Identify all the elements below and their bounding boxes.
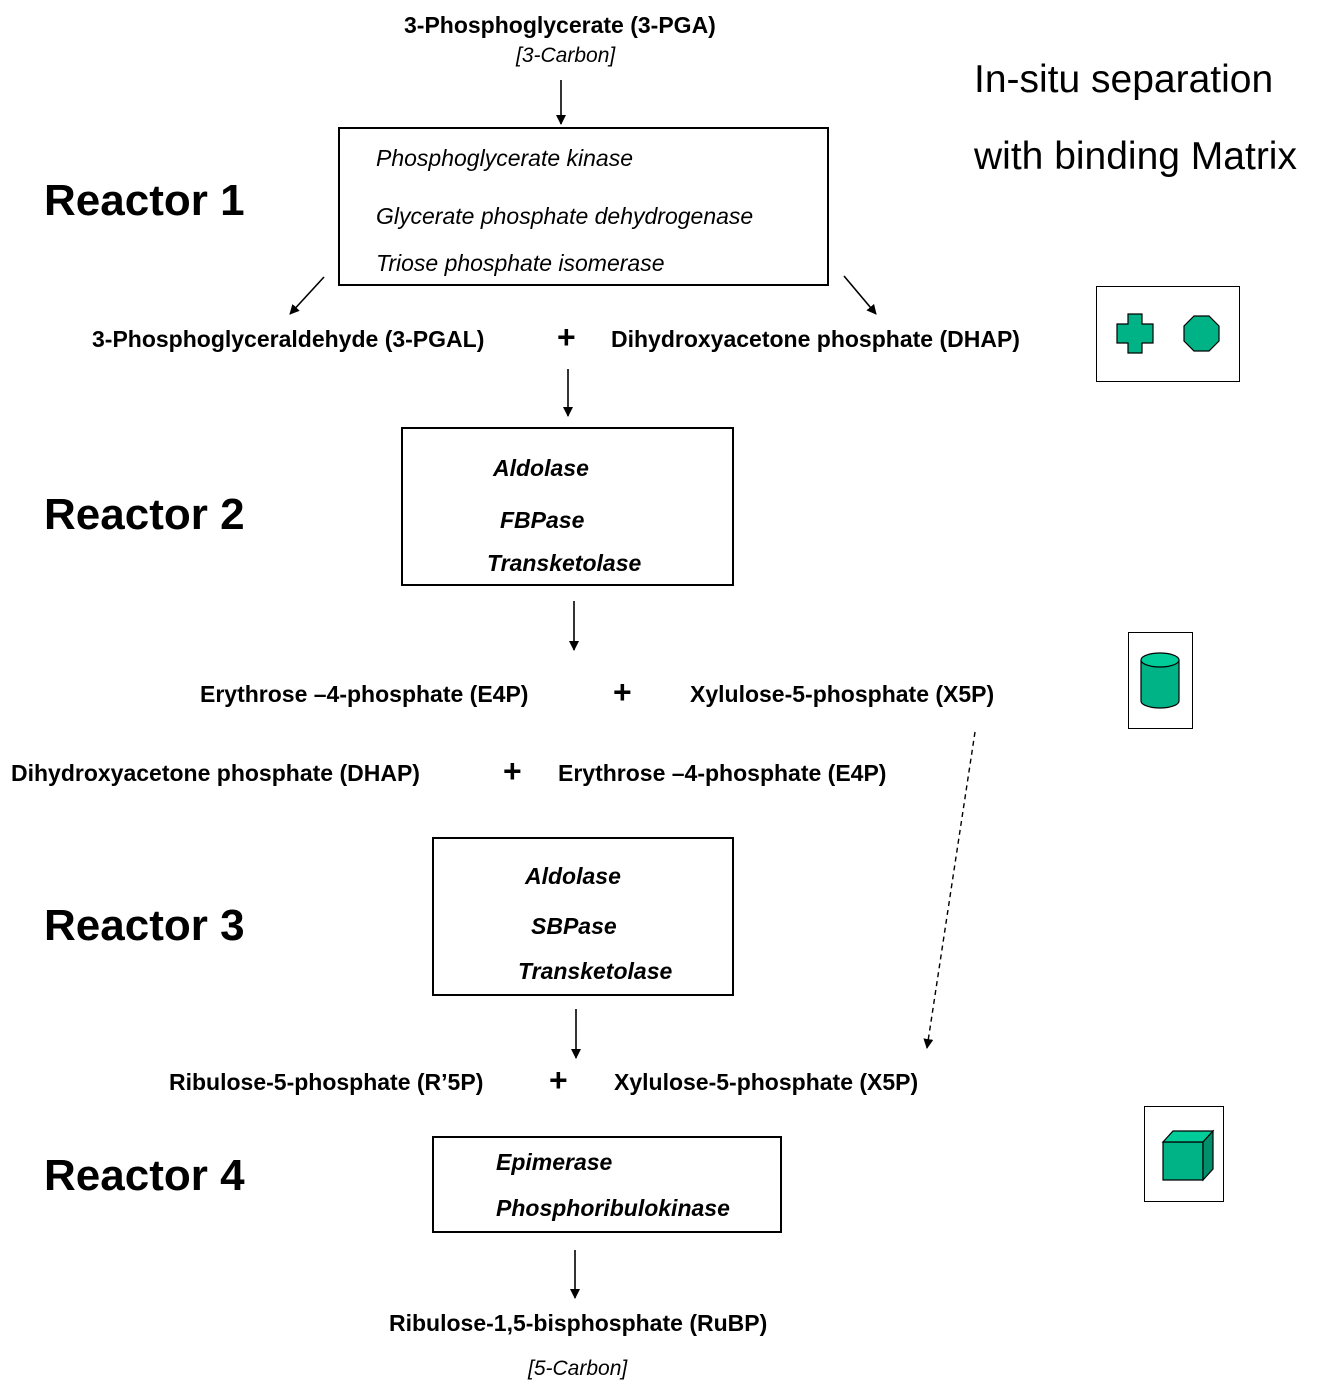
end-molecule: Ribulose-1,5-bisphosphate (RuBP) (389, 1310, 768, 1336)
enzyme-sbpase: SBPase (531, 913, 617, 939)
reactor-2-enzyme-box: Aldolase FBPase Transketolase (401, 427, 734, 586)
reactor-3-label: Reactor 3 (44, 901, 245, 950)
plus-sign: + (557, 319, 576, 355)
enzyme-fbpase: FBPase (500, 507, 585, 533)
enzyme-transketolase: Transketolase (487, 550, 642, 576)
side-title-line1: In-situ separation (974, 58, 1274, 101)
start-molecule: 3-Phosphoglycerate (3-PGA) (404, 12, 716, 38)
enzyme-glycerate-phosphate-dehydrogenase: Glycerate phosphate dehydrogenase (376, 203, 754, 229)
enzyme-phosphoglycerate-kinase: Phosphoglycerate kinase (376, 145, 633, 171)
side-title-line2: with binding Matrix (974, 135, 1297, 178)
pgal-molecule: 3-Phosphoglyceraldehyde (3-PGAL) (92, 326, 485, 352)
reactor-3-enzyme-box: Aldolase SBPase Transketolase (432, 837, 734, 996)
enzyme-epimerase: Epimerase (496, 1149, 613, 1175)
x5p-molecule: Xylulose-5-phosphate (X5P) (690, 681, 995, 707)
matrix-box-1 (1096, 286, 1240, 382)
arrow-reactor-1-to-dhap (843, 275, 877, 315)
arrow-reactor-1-to-pgal (289, 276, 325, 315)
e4p-molecule: Erythrose –4-phosphate (E4P) (200, 681, 529, 707)
enzyme-transketolase: Transketolase (518, 958, 673, 984)
matrix-box-2 (1128, 632, 1193, 729)
cylinder-icon (1140, 652, 1180, 709)
cube-icon (1161, 1129, 1215, 1182)
cross-icon (1116, 313, 1154, 354)
arrow-x5p-dashed (923, 731, 976, 1049)
reactor-1-enzyme-box: Phosphoglycerate kinase Glycerate phosph… (338, 127, 829, 286)
start-carbon-note: [3-Carbon] (516, 44, 616, 67)
reactor-1-label: Reactor 1 (44, 176, 245, 225)
plus-sign: + (549, 1062, 568, 1098)
enzyme-aldolase: Aldolase (493, 455, 589, 481)
matrix-shapes-1 (1116, 313, 1220, 354)
octagon-icon (1183, 315, 1220, 352)
e4p-input-molecule: Erythrose –4-phosphate (E4P) (558, 760, 887, 786)
plus-sign: + (503, 753, 522, 789)
matrix-shapes-2 (1140, 652, 1180, 709)
dhap-input-molecule: Dihydroxyacetone phosphate (DHAP) (11, 760, 420, 786)
matrix-shapes-3 (1161, 1129, 1215, 1182)
reactor-4-enzyme-box: Epimerase Phosphoribulokinase (432, 1136, 782, 1233)
reactor-4-label: Reactor 4 (44, 1151, 245, 1200)
plus-sign: + (613, 674, 632, 710)
enzyme-triose-phosphate-isomerase: Triose phosphate isomerase (376, 250, 665, 276)
x5p-product-molecule: Xylulose-5-phosphate (X5P) (614, 1069, 919, 1095)
dhap-molecule: Dihydroxyacetone phosphate (DHAP) (611, 326, 1020, 352)
enzyme-phosphoribulokinase: Phosphoribulokinase (496, 1195, 730, 1221)
end-carbon-note: [5-Carbon] (528, 1357, 628, 1380)
r5p-molecule: Ribulose-5-phosphate (R’5P) (169, 1069, 484, 1095)
enzyme-aldolase: Aldolase (525, 863, 621, 889)
reactor-2-label: Reactor 2 (44, 490, 245, 539)
matrix-box-3 (1144, 1106, 1224, 1202)
